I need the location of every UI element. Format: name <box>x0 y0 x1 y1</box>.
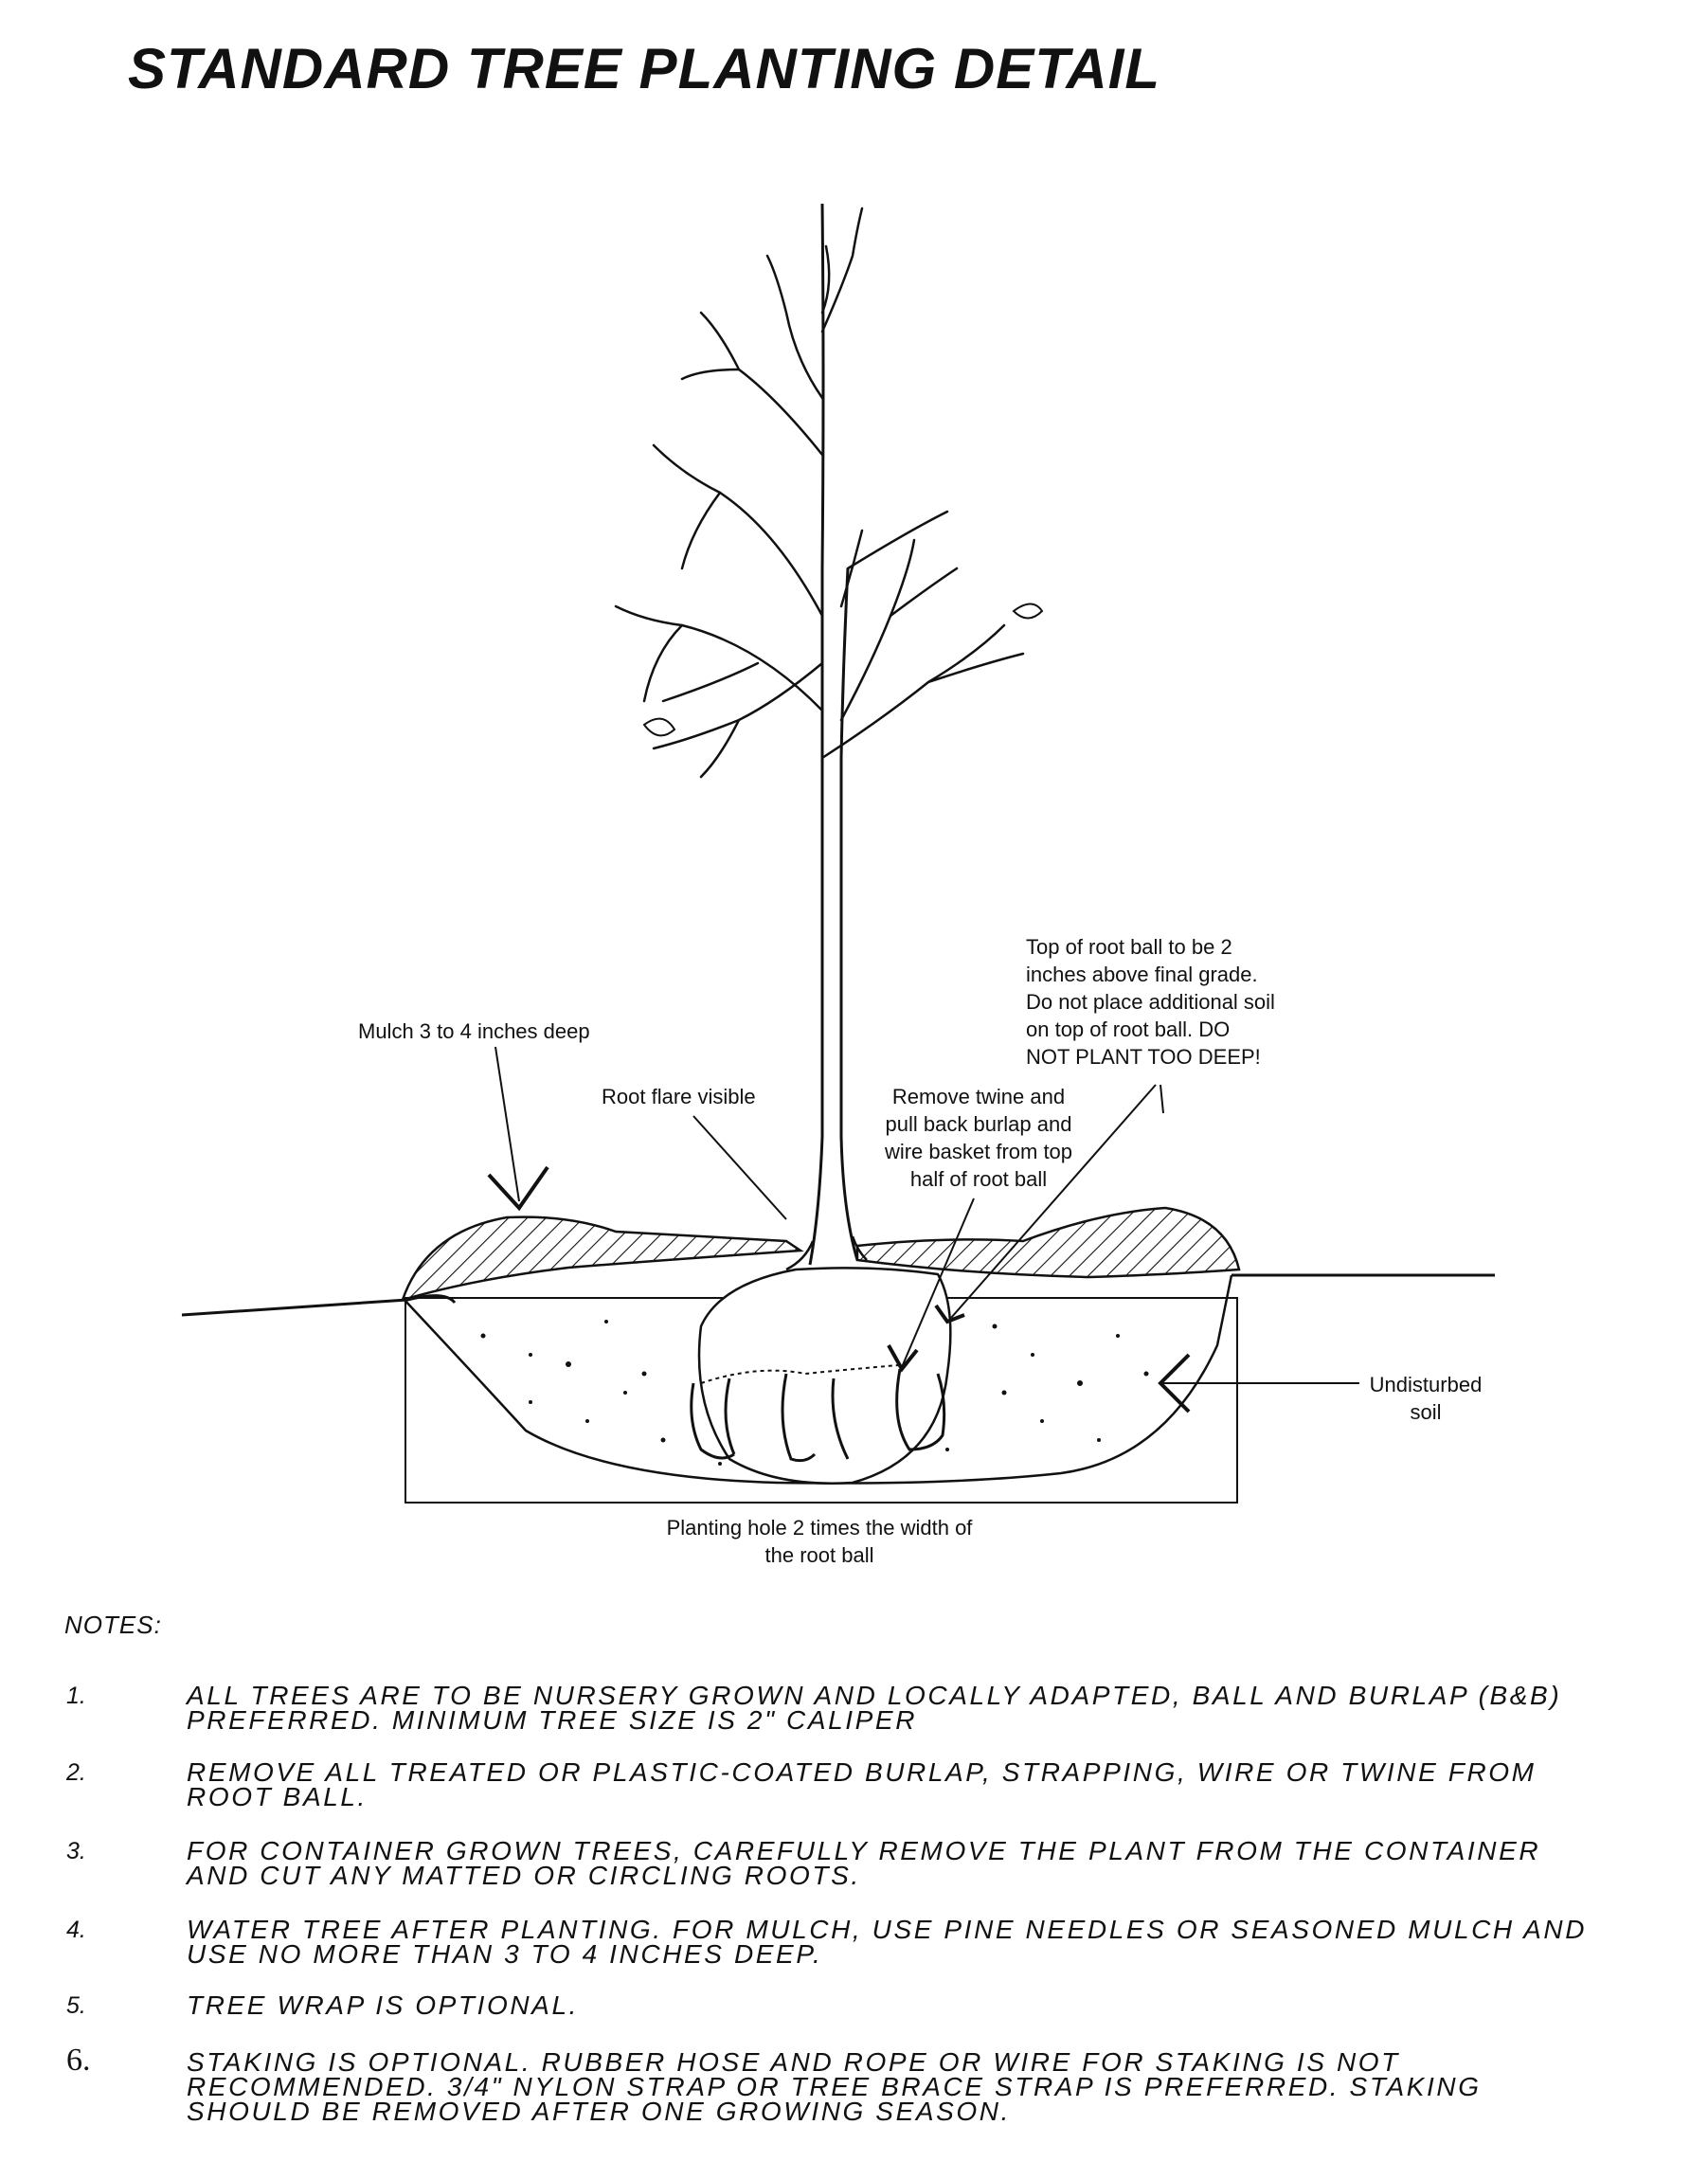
note-text: TREE WRAP IS OPTIONAL. <box>187 1990 579 2020</box>
note-number: 4. <box>66 1917 86 1943</box>
note-number: 5. <box>66 1992 86 2019</box>
callout-lines <box>494 1046 1359 1384</box>
ground-line <box>181 1273 1495 1317</box>
undisturbed-arrow-head <box>1158 1353 1191 1414</box>
tree-trunk-left <box>808 203 825 1266</box>
burlap-edge <box>700 1363 910 1384</box>
note-text: REMOVE ALL TREATED OR PLASTIC-COATED BUR… <box>187 1757 1537 1811</box>
soil-speckles <box>480 1320 1149 1466</box>
leaf-left <box>642 717 676 737</box>
mulch-right <box>855 1206 1241 1279</box>
notes-heading: NOTES: <box>64 1611 162 1639</box>
twine-arrow-head <box>887 1344 919 1373</box>
note-number: 6. <box>66 2043 91 2078</box>
undisturbed-soil-label: Undisturbed soil <box>1369 1373 1483 1424</box>
backfill-pit <box>402 1274 1233 1485</box>
root-flare <box>785 1235 868 1271</box>
leaf-right <box>1012 603 1044 620</box>
planting-hole-label: Planting hole 2 times the width of the r… <box>666 1516 973 1567</box>
mulch-arrow-head <box>487 1165 549 1212</box>
top-root-ball-label: Top of root ball to be 2 inches above fi… <box>1026 935 1275 1069</box>
mulch-label: Mulch 3 to 4 inches deep <box>358 1019 590 1043</box>
root-flare-label: Root flare visible <box>602 1085 756 1108</box>
page-title: STANDARD TREE PLANTING DETAIL <box>128 37 1161 100</box>
rootball-arrow-head <box>934 1304 965 1324</box>
note-number: 3. <box>66 1838 86 1864</box>
tree-planting-diagram <box>181 203 1495 1504</box>
note-text: FOR CONTAINER GROWN TREES, CAREFULLY REM… <box>187 1836 1541 1890</box>
note-text: ALL TREES ARE TO BE NURSERY GROWN AND LO… <box>187 1681 1562 1735</box>
note-number: 1. <box>66 1683 86 1709</box>
note-number: 2. <box>66 1759 86 1786</box>
burlap-folds <box>690 1368 946 1463</box>
tree-branches <box>614 207 1025 779</box>
remove-twine-label: Remove twine and pull back burlap and wi… <box>884 1085 1073 1191</box>
root-ball <box>697 1267 952 1485</box>
tree-trunk-right <box>839 567 859 1261</box>
note-text: WATER TREE AFTER PLANTING. FOR MULCH, US… <box>187 1915 1588 1969</box>
note-text: STAKING IS OPTIONAL. RUBBER HOSE AND ROP… <box>187 2047 1482 2126</box>
mulch-left <box>401 1216 804 1302</box>
